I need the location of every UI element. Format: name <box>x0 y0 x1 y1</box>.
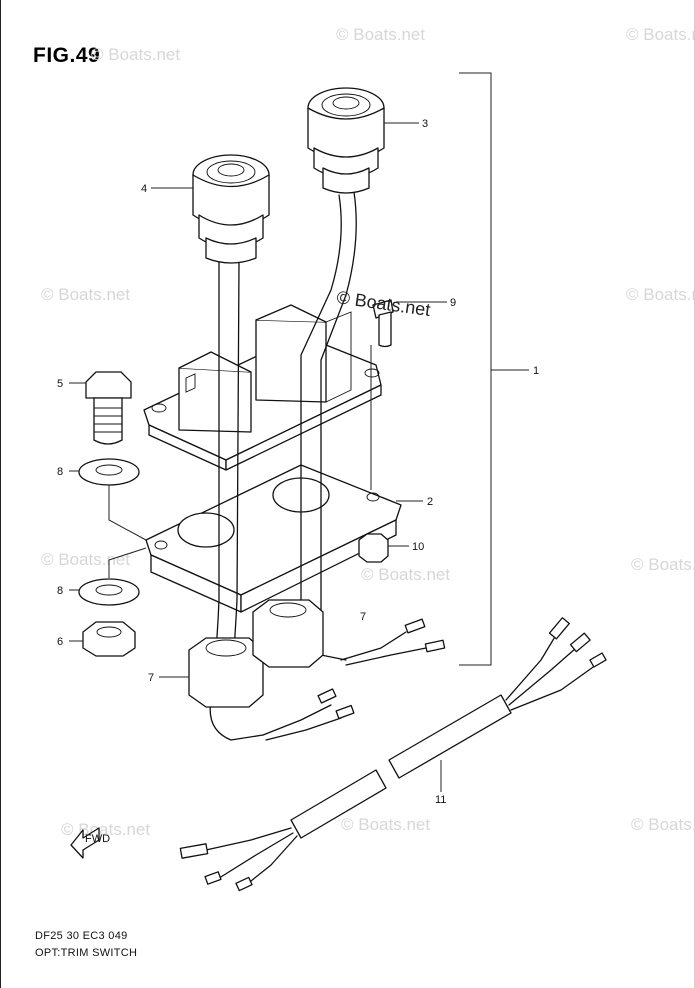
callout-8-upper: 8 <box>57 466 63 478</box>
watermark: © Boats.net <box>336 25 425 44</box>
callout-7-lower: 7 <box>148 672 154 684</box>
callout-4: 4 <box>141 183 147 195</box>
callout-labels: 1 2 3 4 5 6 7 7 8 8 9 10 11 <box>57 118 539 806</box>
callout-1: 1 <box>533 365 539 377</box>
forward-label: FWD <box>85 833 110 845</box>
figure-name: OPT:TRIM SWITCH <box>35 947 138 959</box>
callout-2: 2 <box>427 496 433 508</box>
mounting-bracket <box>143 304 382 471</box>
watermark: © Boats.net <box>91 45 180 64</box>
assembly-bracket <box>459 72 492 666</box>
callout-11: 11 <box>435 794 446 806</box>
watermark: © Boats.net <box>341 815 430 834</box>
watermark: © Boats.net <box>626 285 695 304</box>
callout-10: 10 <box>412 541 424 553</box>
watermark: © Boats.net <box>626 25 695 44</box>
cable-nut-left <box>188 637 264 708</box>
nut-small <box>358 533 389 563</box>
callout-9: 9 <box>450 297 456 309</box>
callout-6: 6 <box>57 636 63 648</box>
watermark: © Boats.net <box>631 815 695 834</box>
forward-direction-marker: FWD <box>70 827 110 859</box>
trim-switch-right <box>307 87 385 194</box>
wire-harness <box>179 617 607 892</box>
hex-nut <box>82 621 136 657</box>
trim-switch-left <box>192 154 270 264</box>
callout-5: 5 <box>57 378 63 390</box>
watermark-layer: © Boats.net © Boats.net © Boats.net © Bo… <box>41 25 695 839</box>
cable-nut-right <box>252 599 324 668</box>
watermark: © Boats.net <box>41 550 130 569</box>
figure-title: FIG.49 <box>33 44 101 67</box>
watermark: © Boats.net <box>41 285 130 304</box>
callout-3: 3 <box>422 118 428 130</box>
model-code: DF25 30 EC3 049 <box>35 930 128 942</box>
watermark: © Boats.net <box>631 555 695 574</box>
callout-8-lower: 8 <box>57 585 63 597</box>
figure-caption: DF25 30 EC3 049 OPT:TRIM SWITCH <box>35 928 137 962</box>
washer-upper <box>78 458 140 486</box>
wire-leads <box>262 618 446 741</box>
hex-bolt <box>85 371 132 445</box>
screw <box>372 299 394 348</box>
callout-leaders <box>69 122 447 792</box>
washer-lower <box>78 578 140 606</box>
watermark: © Boats.net <box>361 565 450 584</box>
callout-7-upper: 7 <box>360 611 366 623</box>
